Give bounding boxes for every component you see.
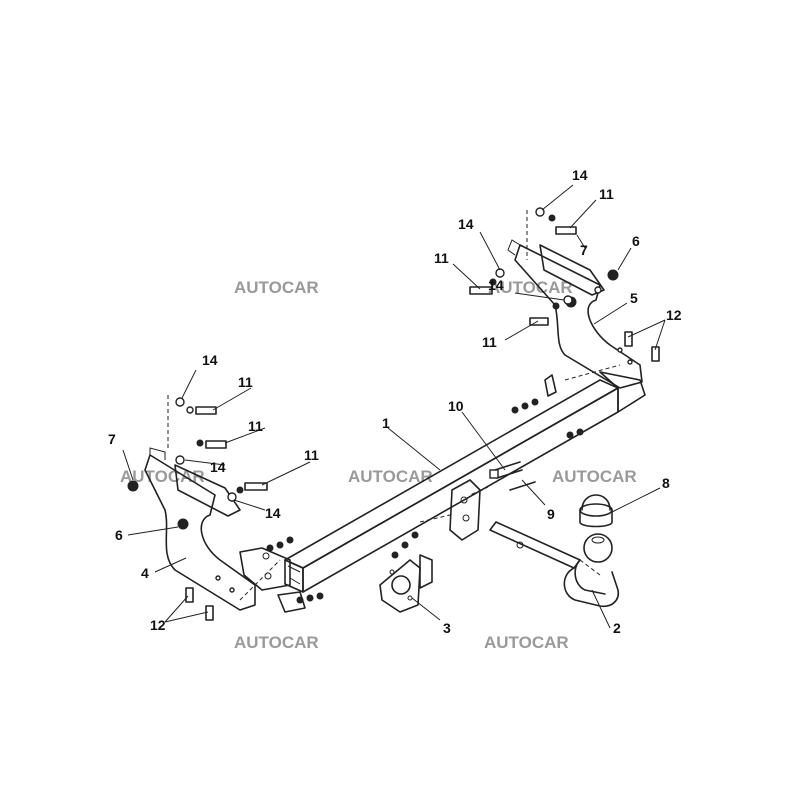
bolts-9-10 xyxy=(469,461,536,496)
right-bracket-assembly xyxy=(469,207,660,389)
part-label-5: 5 xyxy=(630,290,638,306)
part-label-4: 4 xyxy=(141,565,149,581)
part-label-11: 11 xyxy=(248,418,263,434)
part-label-2: 2 xyxy=(613,620,621,636)
socket-bracket xyxy=(379,554,433,613)
part-label-12: 12 xyxy=(666,307,682,323)
watermark-text: AUTOCAR xyxy=(484,633,569,652)
part-label-3: 3 xyxy=(443,620,451,636)
part-label-14: 14 xyxy=(572,167,588,183)
part-label-10: 10 xyxy=(448,398,464,414)
part-label-14: 14 xyxy=(202,352,218,368)
left-bracket-assembly xyxy=(127,395,281,621)
watermark-text: AUTOCAR xyxy=(348,467,433,486)
part-label-6: 6 xyxy=(632,233,640,249)
part-label-11: 11 xyxy=(238,374,253,390)
ball-neck xyxy=(489,521,620,608)
watermarks: AUTOCAR AUTOCAR AUTOCAR AUTOCAR AUTOCAR … xyxy=(120,278,637,652)
main-crossbar xyxy=(239,371,646,613)
part-label-11: 11 xyxy=(482,334,497,350)
part-label-1: 1 xyxy=(382,415,390,431)
part-label-11: 11 xyxy=(434,250,449,266)
part-label-6: 6 xyxy=(115,527,123,543)
bar-fasteners xyxy=(266,398,584,604)
part-label-11: 11 xyxy=(304,447,319,463)
part-label-12: 12 xyxy=(150,617,166,633)
leader-lines xyxy=(122,184,666,629)
part-label-14: 14 xyxy=(265,505,281,521)
watermark-text: AUTOCAR xyxy=(552,467,637,486)
part-label-11: 11 xyxy=(599,186,614,202)
ball-cover-cap xyxy=(579,494,613,528)
watermark-text: AUTOCAR xyxy=(488,278,573,297)
part-label-14: 14 xyxy=(458,216,474,232)
watermark-text: AUTOCAR xyxy=(234,278,319,297)
watermark-text: AUTOCAR xyxy=(234,633,319,652)
watermark-text: AUTOCAR xyxy=(120,467,205,486)
part-label-7: 7 xyxy=(580,242,588,258)
part-label-7: 7 xyxy=(108,431,116,447)
part-labels: 1 2 3 4 5 6 6 7 7 8 9 10 11 11 11 11 11 … xyxy=(108,167,682,636)
center-mount-plate xyxy=(419,479,481,541)
part-label-9: 9 xyxy=(547,506,555,522)
part-label-14: 14 xyxy=(488,277,504,293)
part-label-14: 14 xyxy=(210,459,226,475)
part-label-8: 8 xyxy=(662,475,670,491)
